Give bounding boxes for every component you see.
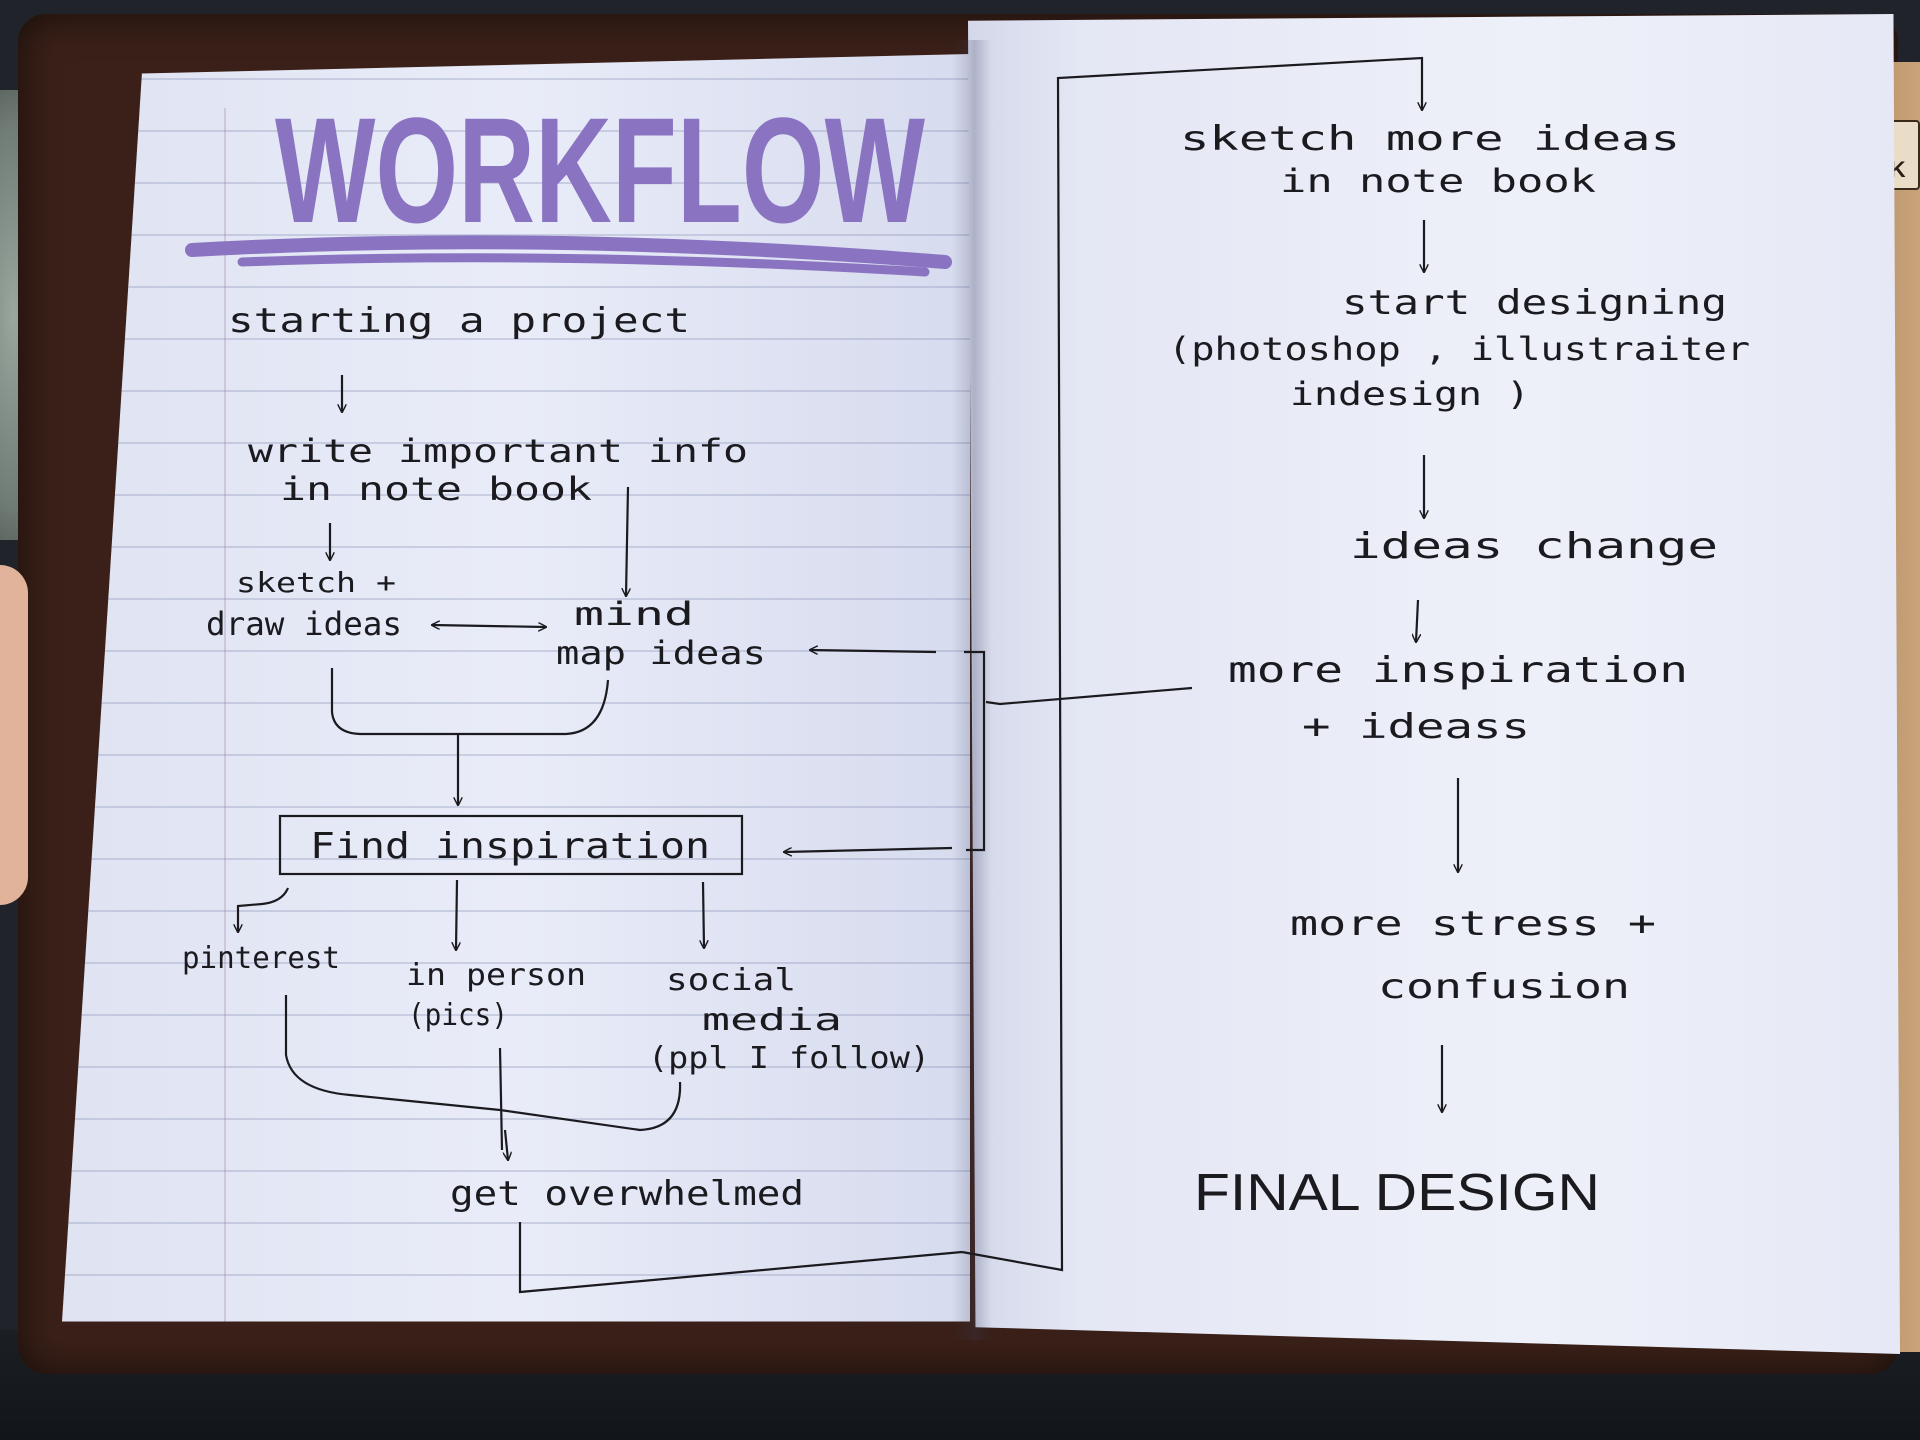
step-final-design: FINAL DESIGN bbox=[1194, 1164, 1600, 1222]
step-sketch-more-line1: sketch more ideas bbox=[1180, 119, 1680, 159]
arrow-feedback-to-mindmap bbox=[810, 650, 937, 652]
source-social-media-line2: media bbox=[702, 1003, 842, 1038]
step-more-inspiration-line2: + ideass bbox=[1302, 707, 1530, 747]
step-mind-map-line2: map ideas bbox=[556, 634, 766, 672]
source-in-person-line2: (pics) bbox=[408, 998, 508, 1033]
source-in-person-line1: in person bbox=[406, 958, 586, 993]
arrow-feedback-to-find bbox=[784, 846, 953, 852]
find-inspiration-box bbox=[278, 814, 744, 876]
step-get-overwhelmed: get overwhelmed bbox=[450, 1174, 804, 1214]
margin-line bbox=[224, 108, 226, 1322]
step-starting-project: starting a project bbox=[228, 301, 690, 341]
step-find-inspiration: Find inspiration bbox=[310, 826, 710, 867]
source-social-media-line3: (ppl I follow) bbox=[648, 1041, 930, 1076]
arrow-into-overwhelmed bbox=[505, 1129, 508, 1160]
arrow-to-social-media bbox=[703, 881, 704, 948]
step-write-info-line1: write important info bbox=[248, 432, 748, 470]
step-sketch-draw-line1: sketch + bbox=[236, 566, 396, 599]
hand-thumb bbox=[0, 565, 28, 905]
step-start-designing-line2: (photoshop , illustraiter bbox=[1168, 330, 1750, 368]
right-page bbox=[968, 14, 1900, 1354]
step-mind-map-line1: mind bbox=[574, 595, 694, 633]
step-more-stress-line1: more stress + bbox=[1290, 904, 1656, 944]
step-write-info-line2: in note book bbox=[280, 470, 592, 508]
step-ideas-change: ideas change bbox=[1350, 526, 1718, 567]
step-sketch-more-line2: in note book bbox=[1280, 162, 1596, 200]
step-more-stress-line2: confusion bbox=[1378, 967, 1630, 1007]
arrow-write-to-mindmap bbox=[626, 486, 628, 596]
source-social-media-line1: social bbox=[666, 963, 796, 998]
feedback-from-more-inspiration bbox=[985, 686, 1193, 706]
step-more-inspiration-line1: more inspiration bbox=[1228, 650, 1688, 691]
arrow-change-to-more-inspiration bbox=[1416, 599, 1418, 642]
arrow-to-pinterest bbox=[238, 887, 290, 932]
title-underline-1 bbox=[185, 235, 952, 269]
title-underline-2 bbox=[237, 253, 930, 277]
loop-overwhelmed-to-sketch-more bbox=[518, 56, 1422, 1294]
connector-merge-to-find bbox=[330, 668, 610, 805]
page-title: WORKFLOW bbox=[275, 86, 925, 254]
step-sketch-draw-line2: draw ideas bbox=[206, 605, 402, 643]
source-pinterest: pinterest bbox=[182, 941, 340, 976]
step-start-designing-line3: indesign ) bbox=[1290, 375, 1530, 413]
connector-sources-to-overwhelmed bbox=[284, 995, 682, 1151]
step-start-designing-line1: start designing bbox=[1342, 283, 1727, 323]
feedback-bracket bbox=[964, 650, 986, 852]
arrow-to-in-person bbox=[456, 879, 457, 950]
arrow-sketch-mindmap-both bbox=[432, 625, 546, 627]
page-spine-shadow bbox=[952, 40, 992, 1340]
